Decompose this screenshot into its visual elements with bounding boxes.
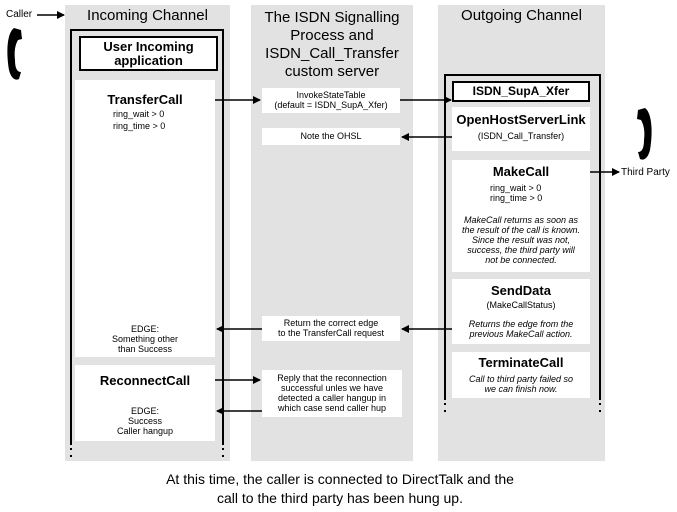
outgoing-rail-dots: [444, 403, 601, 412]
edge-success: EDGE: Success Caller hangup: [116, 406, 174, 436]
transfercall-box: TransferCall ring_wait > 0 ring_time > 0…: [75, 80, 215, 357]
edge-something-other: EDGE: Something other than Success: [111, 324, 179, 354]
phone-handset-icon: [7, 28, 23, 80]
incoming-channel-rails: [70, 29, 224, 445]
makecall-box: MakeCall ring_wait > 0 ring_time > 0 Mak…: [452, 160, 590, 272]
senddata-box: SendData (MakeCallStatus) Returns the ed…: [452, 279, 590, 344]
terminatecall-note: Call to third party failed so we can fin…: [468, 374, 574, 394]
invoke-state-table-box: InvokeStateTable (default = ISDN_SupA_Xf…: [262, 88, 400, 113]
note-ohsl-box: Note the OHSL: [262, 128, 400, 145]
incoming-channel-title: Incoming Channel: [87, 7, 208, 24]
caller-label: Caller: [6, 9, 33, 20]
user-incoming-app-box: User Incoming application: [79, 36, 218, 71]
terminatecall-box: TerminateCall Call to third party failed…: [452, 352, 590, 398]
phone-handset-icon: [637, 108, 652, 160]
senddata-note: Returns the edge from the previous MakeC…: [468, 319, 574, 339]
reply-box: Reply that the reconnection successful u…: [262, 370, 402, 417]
reconnectcall-title: ReconnectCall: [99, 373, 191, 388]
signalling-title: The ISDN Signalling Process and ISDN_Cal…: [264, 9, 400, 80]
transfercall-title: TransferCall: [107, 92, 183, 107]
third-party-label: Third Party: [621, 167, 670, 178]
reconnectcall-box: ReconnectCall EDGE: Success Caller hangu…: [75, 365, 215, 441]
return-edge-box: Return the correct edge to the TransferC…: [262, 316, 400, 341]
outgoing-channel-rails: [444, 74, 601, 400]
isdn-supa-xfer-box: ISDN_SupA_Xfer: [452, 81, 590, 102]
makecall-note: MakeCall returns as soon as the result o…: [461, 215, 581, 265]
incoming-rail-dots: [70, 448, 224, 460]
caption: At this time, the caller is connected to…: [166, 471, 514, 506]
openhostserverlink-box: OpenHostServerLink (ISDN_Call_Transfer): [452, 107, 590, 151]
outgoing-channel-title: Outgoing Channel: [461, 7, 582, 24]
